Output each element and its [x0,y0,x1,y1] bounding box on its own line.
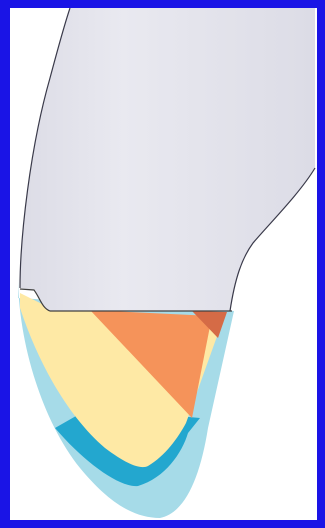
crown [20,8,315,311]
tooth-cross-section [10,8,317,520]
illustration-canvas [10,8,317,520]
